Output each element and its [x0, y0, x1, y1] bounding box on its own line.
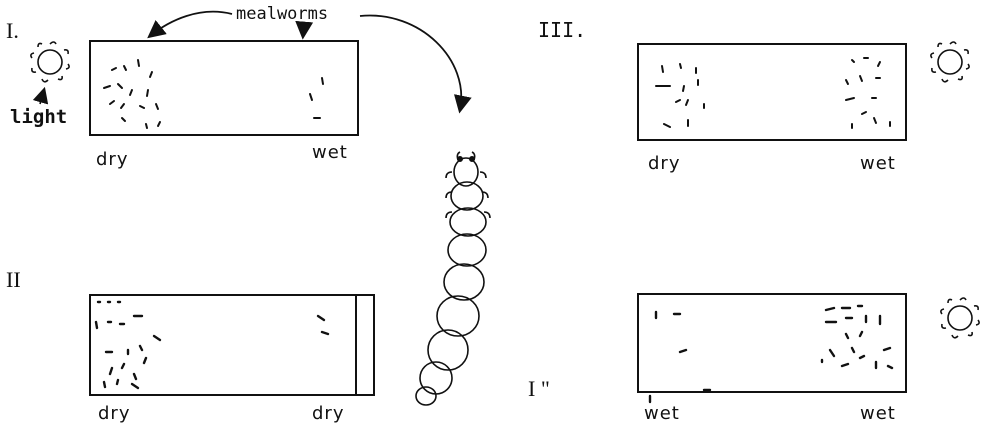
mealworm-marks-panel-1 [104, 60, 323, 128]
sun-icon [31, 42, 69, 82]
mealworm-icon [416, 152, 490, 405]
light-pointer [40, 90, 44, 104]
sun-icon [931, 42, 969, 82]
mealworm-marks-panel-4 [650, 306, 892, 402]
mealworm-marks-panel-2 [96, 302, 328, 388]
sun-icon [941, 298, 979, 338]
mealworm-marks-panel-3 [656, 58, 890, 128]
mealworms-arrows [150, 12, 461, 110]
